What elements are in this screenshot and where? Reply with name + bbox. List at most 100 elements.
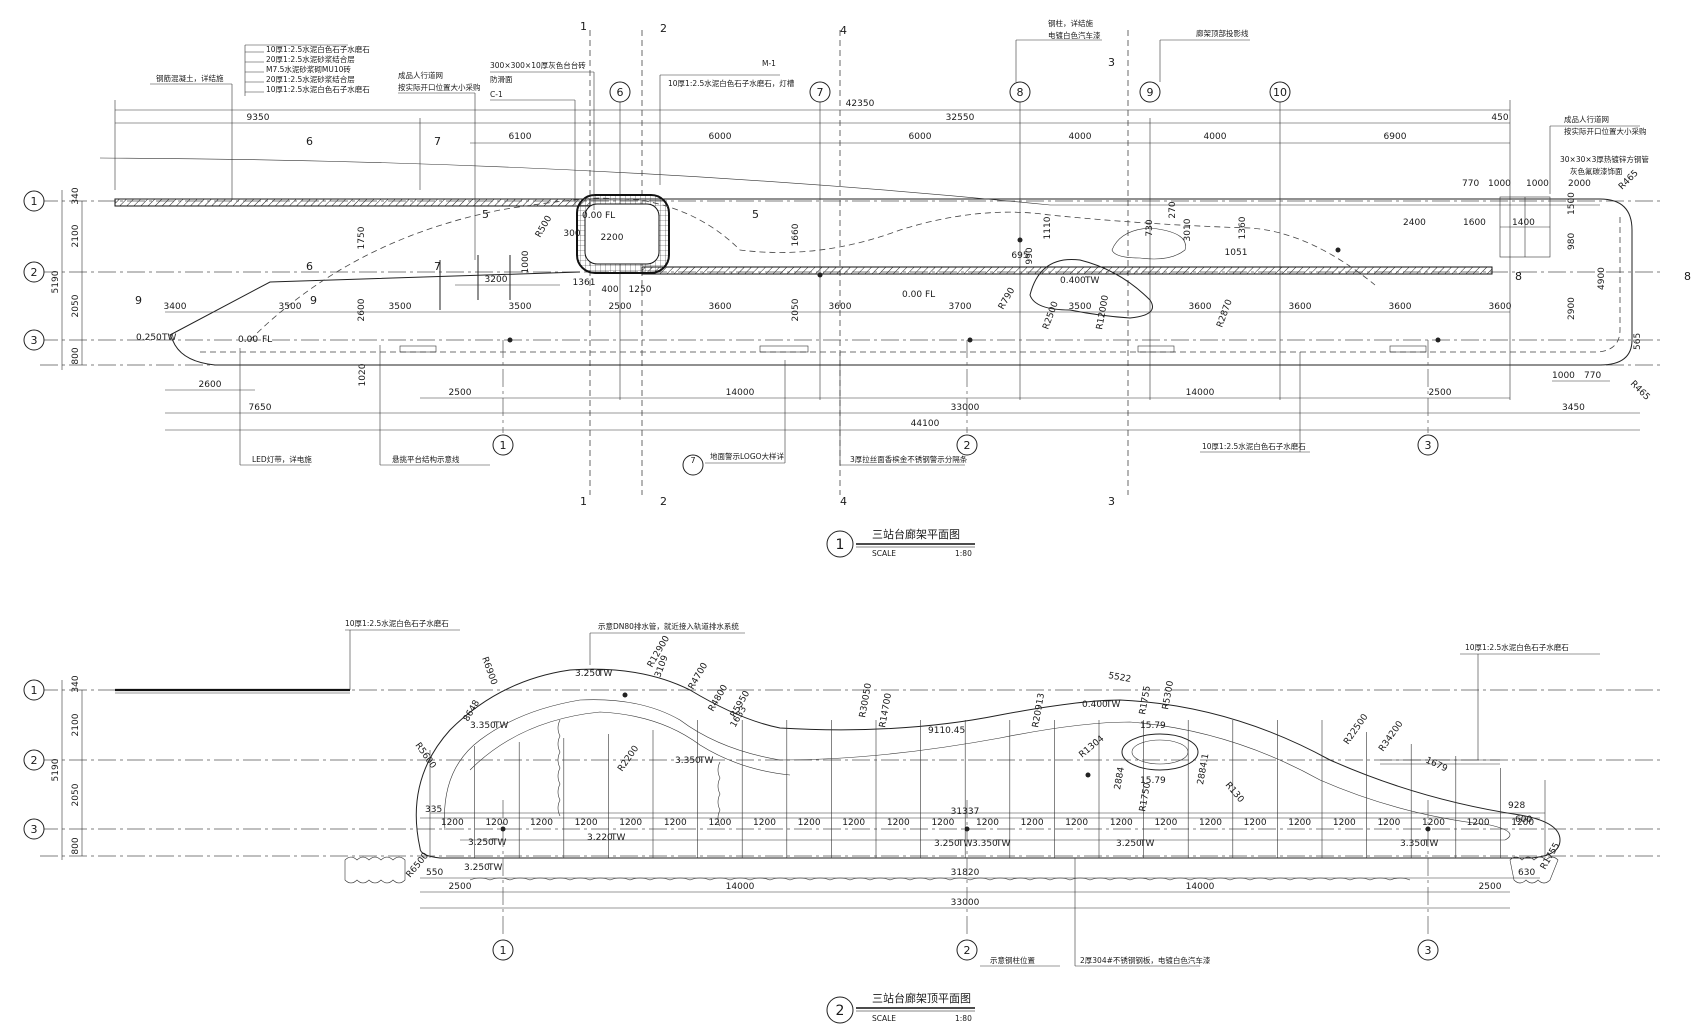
svg-text:TW: TW — [1423, 839, 1438, 849]
bay-dimension: 1200 — [1467, 818, 1490, 828]
svg-text:2: 2 — [836, 1003, 845, 1019]
svg-text:1: 1 — [580, 495, 587, 508]
grid-bubble-10: 10 — [1269, 81, 1291, 103]
axis-bubble-3: 3 — [23, 329, 45, 351]
svg-text:TW: TW — [1105, 700, 1120, 710]
grid-bubble-bottom-2: 2 — [956, 434, 978, 456]
axis2-bubble-2: 2 — [23, 749, 45, 771]
plan-2: 1 2 3 340 2100 2050 800 5190 — [23, 618, 1660, 1024]
svg-text:400: 400 — [601, 285, 618, 295]
svg-text:R6900: R6900 — [479, 656, 498, 687]
bay-dimension: 1200 — [1333, 818, 1356, 828]
svg-text:2: 2 — [964, 439, 971, 452]
svg-text:6900: 6900 — [1384, 132, 1407, 142]
svg-text:450: 450 — [1491, 113, 1508, 123]
svg-text:5: 5 — [752, 208, 759, 221]
svg-text:钢柱，详结施: 钢柱，详结施 — [1048, 18, 1093, 28]
svg-text:M7.5水泥砂浆砌MU10砖: M7.5水泥砂浆砌MU10砖 — [266, 64, 351, 74]
svg-text:1500: 1500 — [1567, 192, 1577, 215]
svg-text:4000: 4000 — [1204, 132, 1227, 142]
svg-text:2600: 2600 — [357, 298, 367, 321]
svg-text:1600: 1600 — [1463, 218, 1486, 228]
svg-text:1: 1 — [31, 195, 38, 208]
svg-text:3500: 3500 — [509, 302, 532, 312]
svg-text:SCALE: SCALE — [872, 1014, 896, 1023]
svg-text:2600: 2600 — [199, 380, 222, 390]
grid-bubble-8: 8 — [1009, 81, 1031, 103]
svg-text:FL: FL — [925, 290, 935, 300]
svg-text:6000: 6000 — [709, 132, 732, 142]
svg-text:悬挑平台结构示意线: 悬挑平台结构示意线 — [392, 454, 460, 464]
bay-dimension: 1200 — [1021, 818, 1044, 828]
svg-text:R34200: R34200 — [1377, 719, 1405, 754]
svg-text:灰色氟碳漆饰面: 灰色氟碳漆饰面 — [1570, 166, 1623, 176]
svg-text:防滑面: 防滑面 — [490, 74, 513, 84]
bay-dimension: 1200 — [842, 818, 865, 828]
svg-text:示意钢柱位置: 示意钢柱位置 — [990, 955, 1035, 965]
svg-text:335: 335 — [425, 805, 442, 815]
grid2-bubble-3: 3 — [1417, 939, 1439, 961]
svg-text:TW: TW — [1139, 839, 1154, 849]
svg-text:2100: 2100 — [71, 713, 81, 736]
svg-text:5: 5 — [482, 208, 489, 221]
svg-text:2050: 2050 — [71, 783, 81, 806]
svg-text:4000: 4000 — [1069, 132, 1092, 142]
svg-text:LED灯带，详电施: LED灯带，详电施 — [252, 454, 312, 464]
svg-text:300×300×10厚灰色台台砖: 300×300×10厚灰色台台砖 — [490, 60, 586, 70]
svg-text:R20913: R20913 — [1031, 692, 1047, 728]
svg-text:0.400: 0.400 — [1060, 276, 1086, 286]
svg-text:R12000: R12000 — [1095, 294, 1111, 330]
svg-text:R1304: R1304 — [1078, 734, 1107, 761]
bay-dimension: 1200 — [1110, 818, 1133, 828]
svg-text:2050: 2050 — [71, 294, 81, 317]
svg-text:2500: 2500 — [1479, 882, 1502, 892]
svg-text:SCALE: SCALE — [872, 549, 896, 558]
top-dimension-chains: 42350 9350 32550 450 6100 6000 6000 4000… — [114, 99, 1511, 400]
bay-dimension: 1200 — [664, 818, 687, 828]
platform-outline — [99, 157, 1633, 366]
svg-text:3: 3 — [1425, 944, 1432, 957]
svg-text:1360: 1360 — [1238, 216, 1248, 239]
axis-bubble-2: 2 — [23, 261, 45, 283]
svg-text:1: 1 — [31, 684, 38, 697]
svg-text:800: 800 — [71, 347, 81, 364]
svg-text:14000: 14000 — [726, 388, 755, 398]
svg-text:4900: 4900 — [1597, 267, 1607, 290]
svg-text:R2200: R2200 — [616, 744, 641, 774]
svg-text:钢筋混凝土，详结施: 钢筋混凝土，详结施 — [156, 73, 224, 83]
grid-bubble-9: 9 — [1139, 81, 1161, 103]
svg-text:R465: R465 — [1628, 379, 1652, 403]
svg-text:42350: 42350 — [846, 99, 875, 109]
svg-text:800: 800 — [71, 837, 81, 854]
bay-dimension: 1200 — [887, 818, 910, 828]
mid-dimensions: 3400 3500 3500 3500 2500 3600 3600 3700 … — [164, 302, 1512, 313]
svg-text:9: 9 — [1147, 86, 1154, 99]
svg-text:340: 340 — [71, 675, 81, 692]
svg-text:33000: 33000 — [951, 403, 980, 413]
grid-bubbles-bottom-plan2: 1 2 3 — [492, 692, 1439, 961]
bay-dimension: 1200 — [441, 818, 464, 828]
svg-text:10厚1:2.5水泥白色石子水磨石: 10厚1:2.5水泥白色石子水磨石 — [266, 84, 370, 94]
svg-text:31820: 31820 — [951, 868, 980, 878]
svg-text:6000: 6000 — [909, 132, 932, 142]
canopy-roof — [115, 668, 1561, 884]
svg-text:3500: 3500 — [1069, 302, 1092, 312]
svg-text:TW: TW — [161, 333, 176, 343]
grid-bubble-6: 6 — [609, 81, 631, 103]
svg-text:3: 3 — [31, 334, 38, 347]
svg-text:6: 6 — [306, 135, 313, 148]
svg-text:0.00: 0.00 — [902, 290, 922, 300]
svg-text:8648: 8648 — [462, 698, 482, 723]
svg-text:9: 9 — [135, 294, 142, 307]
svg-text:300: 300 — [563, 229, 580, 239]
svg-text:3.350: 3.350 — [1400, 839, 1426, 849]
svg-text:TW: TW — [487, 863, 502, 873]
svg-text:2500: 2500 — [609, 302, 632, 312]
svg-text:32550: 32550 — [946, 113, 975, 123]
svg-text:9110.45: 9110.45 — [928, 726, 965, 736]
svg-text:3500: 3500 — [279, 302, 302, 312]
svg-text:0.400: 0.400 — [1082, 700, 1108, 710]
svg-text:15.79: 15.79 — [1140, 776, 1166, 786]
right-dimensions: 770 1000 1000 2000 2400 1600 1400 980 15… — [1403, 179, 1643, 414]
